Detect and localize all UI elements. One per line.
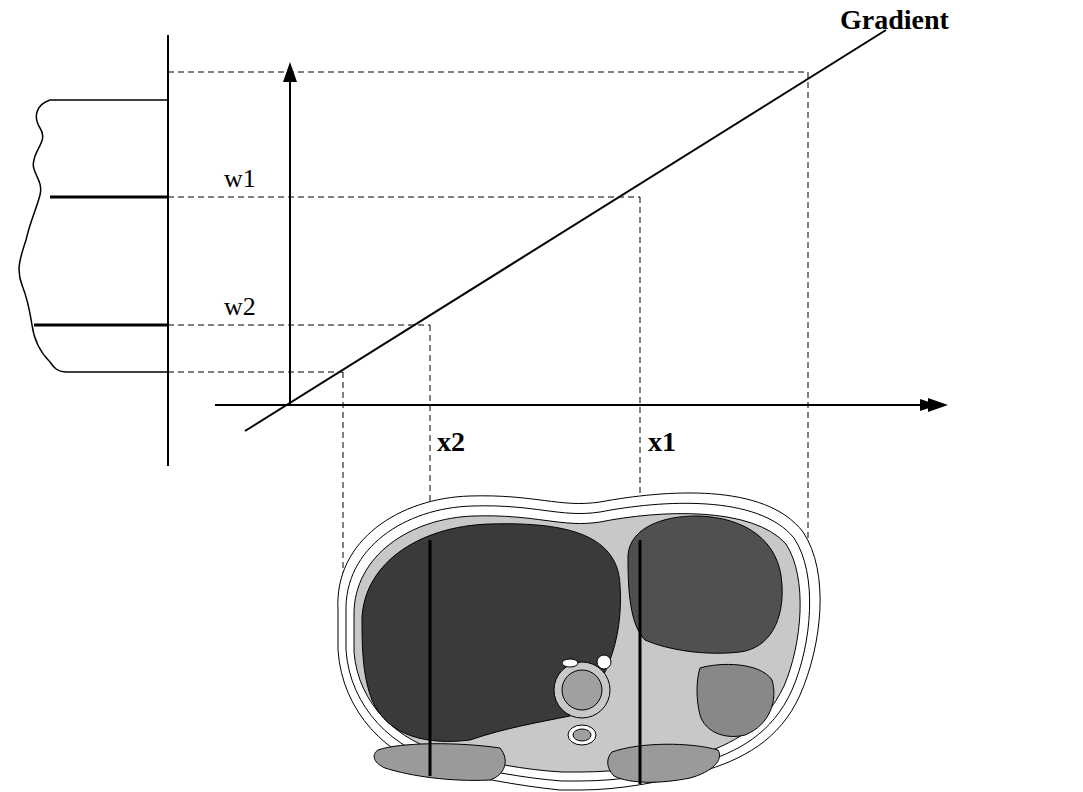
spectrum-profile — [19, 100, 168, 372]
x-axis-arrowhead — [920, 398, 948, 412]
kidney — [697, 664, 774, 736]
slice-line-x2 — [429, 540, 432, 776]
position-label: x2 — [437, 428, 465, 456]
spinal-canal — [568, 725, 596, 745]
position-label: x1 — [648, 428, 676, 456]
vertebral-body — [562, 670, 602, 710]
x-axis — [215, 404, 930, 406]
y-axis — [289, 78, 291, 405]
liver — [362, 524, 621, 742]
slice-line-x1 — [639, 540, 642, 784]
frequency-w2-line — [34, 324, 168, 327]
vena-cava — [562, 659, 578, 667]
stomach — [628, 516, 782, 653]
abdomen-cross-section — [338, 493, 820, 790]
gradient-line — [245, 30, 886, 431]
back-muscle-right — [608, 744, 720, 782]
spinal-cord — [573, 729, 591, 741]
aorta — [597, 655, 611, 669]
back-muscle-left — [374, 744, 505, 781]
gradient-label: Gradient — [840, 6, 949, 34]
spectrum-axis — [167, 35, 169, 466]
vertebra — [554, 662, 610, 718]
frequency-w1-line — [50, 196, 168, 199]
frequency-label: w2 — [224, 294, 256, 320]
y-axis-arrowhead — [283, 62, 297, 82]
frequency-label: w1 — [224, 166, 256, 192]
